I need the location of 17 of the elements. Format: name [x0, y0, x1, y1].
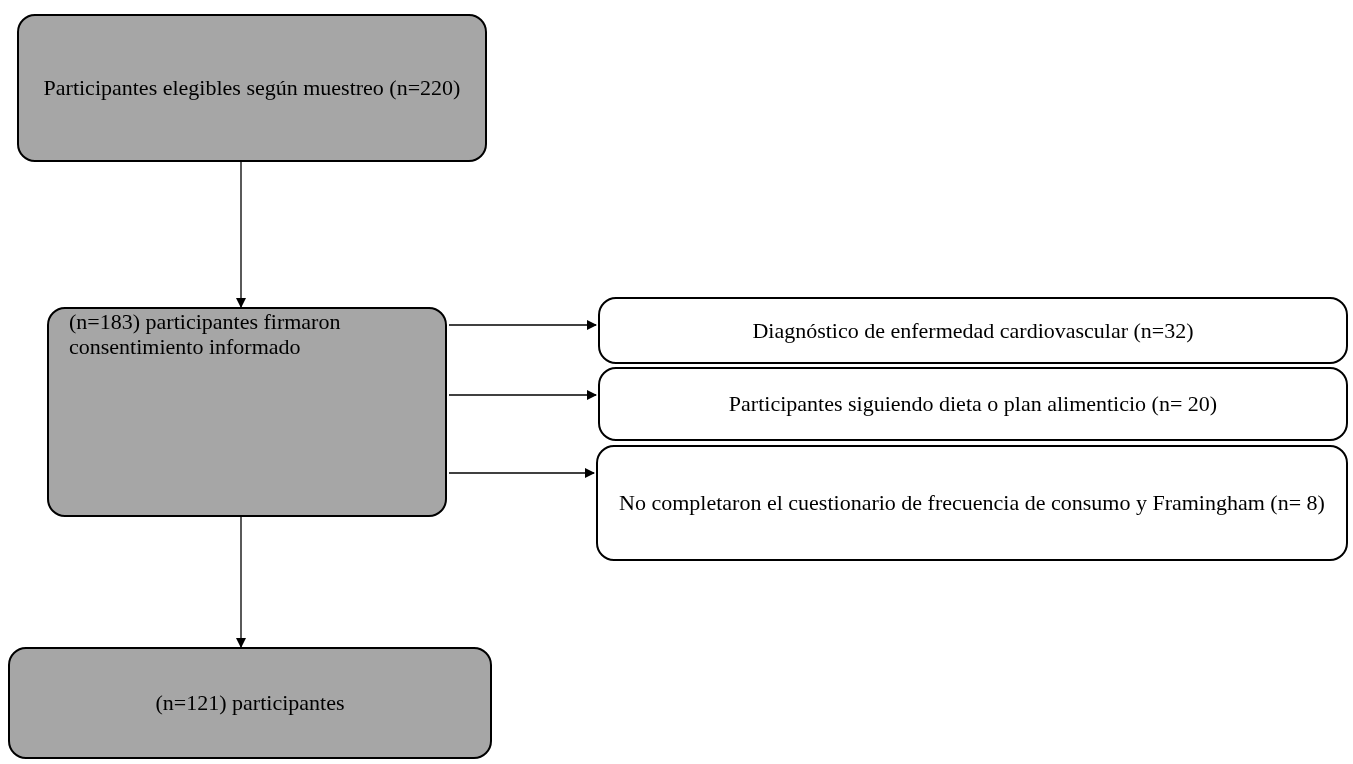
- box-text: No completaron el cuestionario de frecuencia de consumo y Framingham (n= 8): [619, 490, 1325, 516]
- arrow: [448, 320, 597, 330]
- process-box: [17, 14, 487, 162]
- process-box: [598, 367, 1348, 441]
- arrow: [236, 516, 246, 648]
- box-text: (n=121) participantes: [155, 690, 345, 716]
- process-box: [596, 445, 1348, 561]
- box-text: (n=183) participantes firmaron consentimiento informado: [69, 309, 342, 360]
- box-text: Participantes siguiendo dieta o plan alimenticio (n= 20): [728, 391, 1218, 417]
- process-box: [8, 647, 492, 759]
- arrow: [448, 468, 595, 478]
- box-text: Diagnóstico de enfermedad cardiovascular (n=32): [752, 317, 1194, 344]
- process-box: [47, 307, 447, 517]
- arrow: [448, 390, 597, 400]
- process-box: [598, 297, 1348, 364]
- box-text: Participantes elegibles según muestreo (n=220): [43, 75, 461, 101]
- arrow: [236, 161, 246, 308]
